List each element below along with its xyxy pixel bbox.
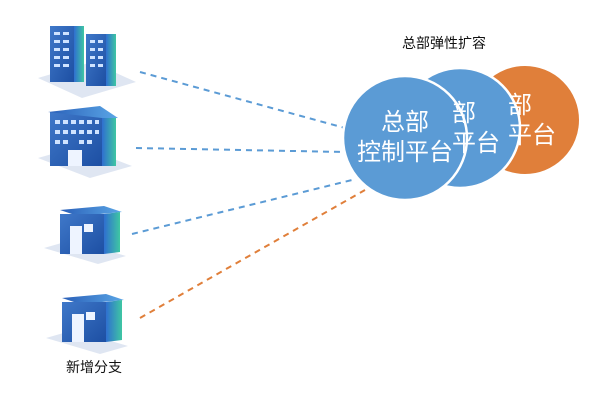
- link-branch-office: [131, 179, 353, 235]
- middle-platform-line1: 部: [452, 99, 476, 127]
- office-building-icon: [38, 106, 132, 178]
- middle-platform-label: 部 平台: [452, 98, 512, 158]
- new-branch-office-icon: [46, 294, 128, 354]
- front-platform-line2: 控制平台: [357, 138, 453, 166]
- front-platform-line1: 总部: [381, 108, 429, 136]
- elastic-expansion-label: 总部弹性扩容: [402, 36, 486, 52]
- middle-platform-line2: 平台: [452, 129, 500, 157]
- link-new-branch: [139, 189, 366, 319]
- new-branch-label: 新增分支: [66, 360, 122, 376]
- front-platform-label: 总部 控制平台: [343, 107, 467, 167]
- orange-platform-line1: 部: [508, 91, 532, 119]
- link-hq-tower: [139, 71, 346, 129]
- link-office-building: [135, 147, 346, 153]
- branch-office-icon: [44, 206, 126, 264]
- platform-circle-front: [341, 74, 469, 202]
- orange-platform-label: 部 平台: [508, 90, 568, 150]
- orange-platform-line2: 平台: [508, 121, 556, 149]
- hq-tower-buildings-icon: [38, 26, 136, 98]
